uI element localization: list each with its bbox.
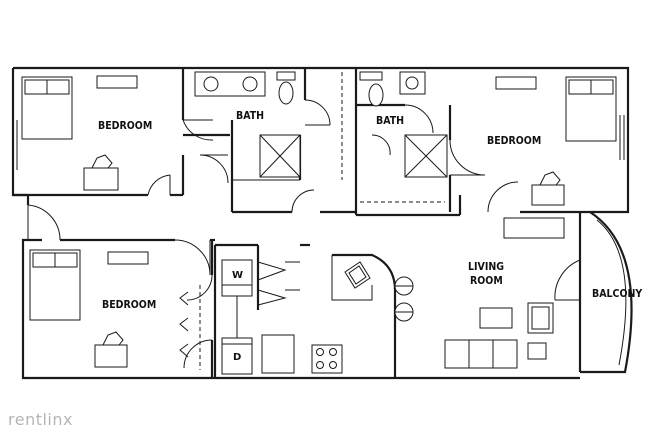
doors <box>147 99 519 369</box>
balcony-area <box>554 211 633 374</box>
living-furniture <box>444 302 554 369</box>
dryer-label: D <box>233 352 241 363</box>
bedroom-bottom-left-label: BEDROOM <box>102 299 156 311</box>
balcony-label: BALCONY <box>592 288 642 300</box>
bed-top-right <box>565 76 617 142</box>
bath-right-fixtures <box>359 71 448 178</box>
washer-label: W <box>232 270 243 281</box>
closet-bifold-doors <box>179 291 189 358</box>
bath-left-fixtures <box>194 71 301 181</box>
washer-unit <box>221 259 253 297</box>
bedroom-top-right-label: BEDROOM <box>487 135 541 147</box>
bath-right-label: BATH <box>376 115 404 127</box>
living-room-label-line2: ROOM <box>470 275 503 287</box>
bed-bottom-left <box>29 249 81 321</box>
bed-top-left <box>21 76 73 140</box>
interior-walls <box>13 68 590 378</box>
desk-bottom-left <box>94 331 128 368</box>
exterior-walls <box>11 66 630 380</box>
dresser-top-left <box>96 75 138 89</box>
watermark-logo: rentlinx <box>8 410 73 429</box>
dresser-top-right <box>495 76 537 90</box>
desk-top-right <box>531 171 565 206</box>
tv-console <box>503 217 565 239</box>
dresser-bottom-left <box>107 251 149 265</box>
entry-door <box>27 204 61 241</box>
bath-left-label: BATH <box>236 110 264 122</box>
bedroom-top-left-label: BEDROOM <box>98 120 152 132</box>
kitchen <box>261 253 414 378</box>
living-room-label-line1: LIVING <box>468 261 504 273</box>
desk-top-left <box>83 154 119 191</box>
